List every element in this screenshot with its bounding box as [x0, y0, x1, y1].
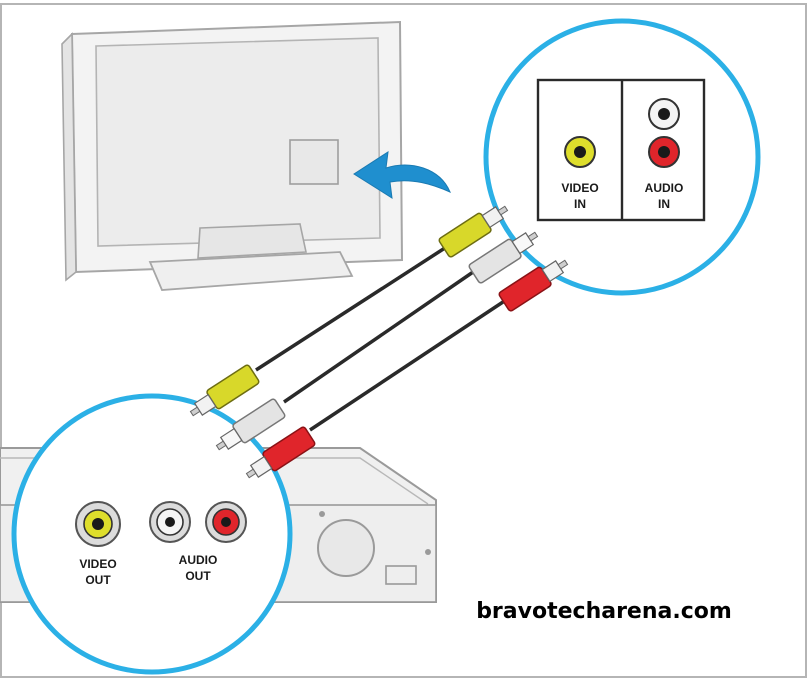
audio-in-right-jack [648, 136, 680, 168]
video-wire [255, 244, 449, 372]
tv-icon [61, 20, 404, 291]
audio-right-wire [309, 298, 507, 432]
video-plug-top [438, 205, 509, 258]
rca-cable-icon [189, 205, 569, 479]
arrow-icon [353, 150, 451, 199]
video-in-label-line2: IN [574, 197, 586, 211]
audio-in-label-line1: AUDIO [645, 181, 684, 195]
frame-border [0, 3, 807, 678]
audio-out-label-line1: AUDIO [179, 553, 218, 567]
audio-out-left-jack [149, 501, 191, 543]
audio-in-left-jack [648, 98, 680, 130]
video-out-label-line1: VIDEO [79, 557, 116, 571]
player-callout-circle [11, 393, 293, 675]
audio-in-label-line2: IN [658, 197, 670, 211]
audio-left-wire [283, 268, 477, 404]
video-out-label-line2: OUT [85, 573, 111, 587]
audio-out-right-jack [205, 501, 247, 543]
audio-out-label-line2: OUT [185, 569, 211, 583]
tv-input-panel: VIDEO IN AUDIO IN [536, 78, 706, 222]
video-plug-bottom [189, 364, 260, 417]
audio-right-plug-top [498, 259, 569, 312]
audio-left-plug-top [468, 231, 539, 284]
audio-left-plug-bottom [215, 398, 286, 451]
video-in-label-line1: VIDEO [561, 181, 598, 195]
video-out-jack [75, 501, 121, 547]
player-output-panel: VIDEO OUT AUDIO OUT [75, 501, 247, 587]
video-in-jack [564, 136, 596, 168]
audio-right-plug-bottom [245, 426, 316, 479]
watermark-text: bravotecharena.com [476, 599, 732, 624]
